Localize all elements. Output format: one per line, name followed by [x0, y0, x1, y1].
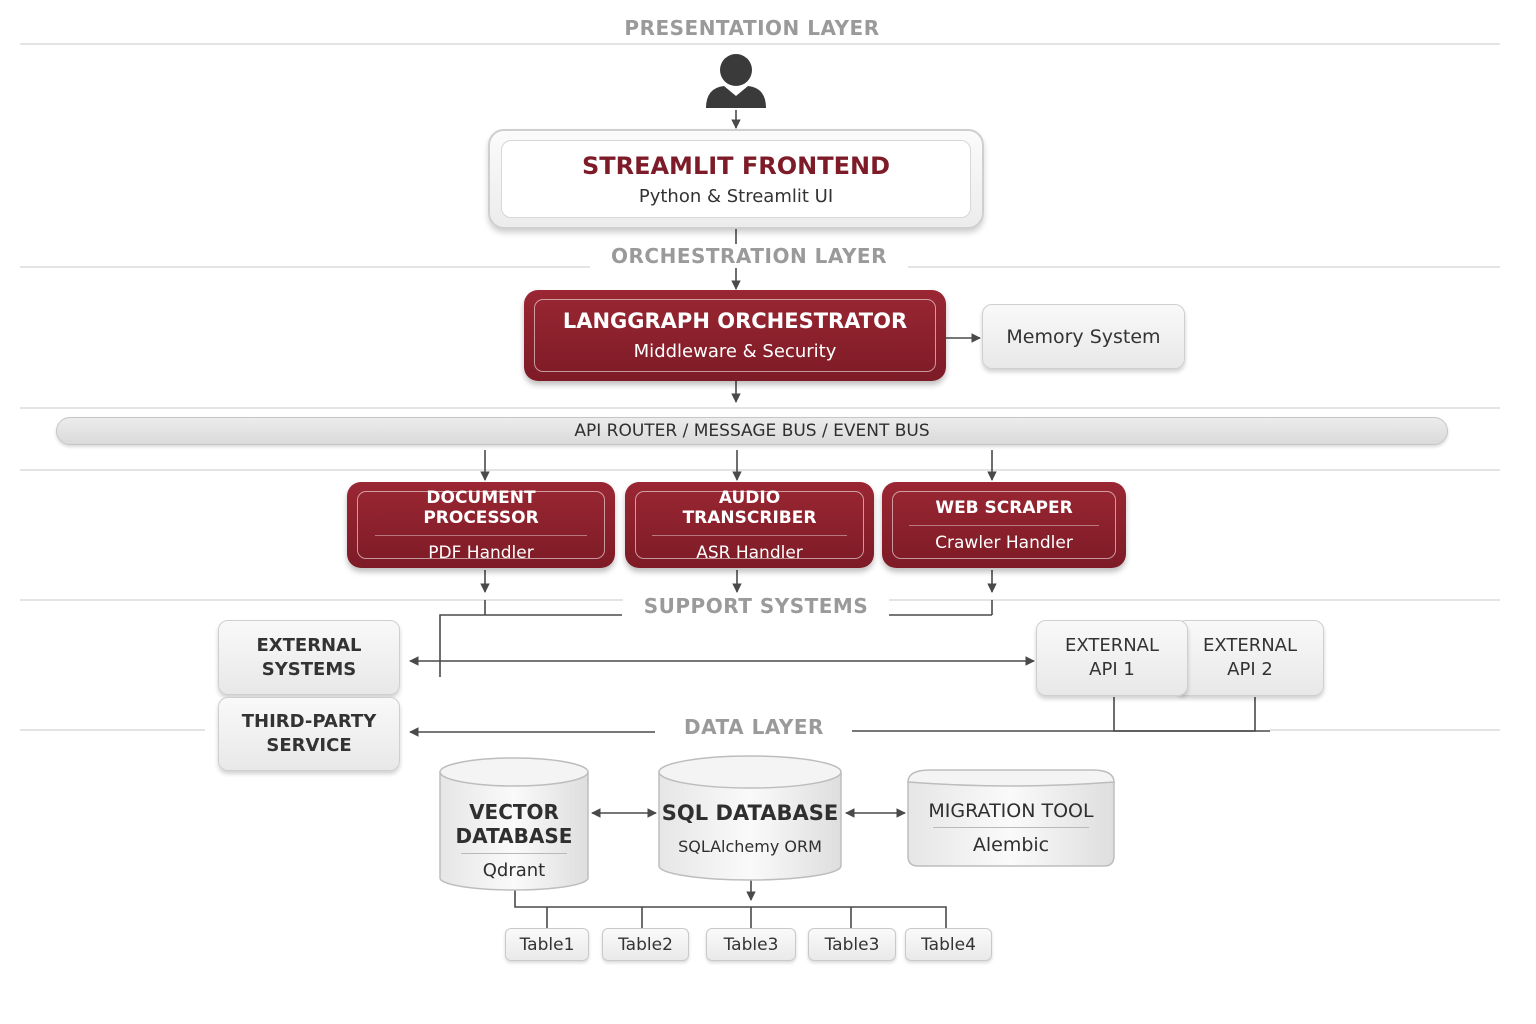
external-api-1-line1: EXTERNAL [1064, 635, 1160, 656]
migration-tool-title: MIGRATION TOOL [928, 800, 1094, 822]
external-api-1-box: EXTERNAL API 1 [1036, 620, 1188, 696]
audio-transcriber-subtitle: ASR Handler [696, 542, 803, 563]
vector-database-cylinder [439, 757, 589, 891]
document-processor-title: DOCUMENT PROCESSOR [375, 488, 587, 536]
table-3b-box: Table3 [808, 928, 896, 961]
third-party-line1: THIRD-PARTY [241, 711, 377, 732]
memory-system-box: Memory System [982, 304, 1185, 369]
external-systems-box: EXTERNAL SYSTEMS [218, 620, 400, 695]
support-systems-label: SUPPORT SYSTEMS [623, 594, 889, 618]
document-processor-subtitle: PDF Handler [428, 542, 534, 563]
orchestrator-inner: LANGGRAPH ORCHESTRATOR Middleware & Secu… [534, 299, 936, 372]
sql-database-cylinder [658, 755, 842, 881]
web-scraper-subtitle: Crawler Handler [935, 532, 1073, 553]
api-router-bus: API ROUTER / MESSAGE BUS / EVENT BUS [56, 417, 1448, 445]
web-scraper-box: WEB SCRAPER Crawler Handler [882, 482, 1126, 568]
streamlit-frontend-inner: STREAMLIT FRONTEND Python & Streamlit UI [501, 140, 971, 218]
migration-tool-cylinder [907, 769, 1115, 867]
orchestrator-title: LANGGRAPH ORCHESTRATOR [562, 309, 908, 333]
user-icon [706, 54, 766, 108]
vector-database-sub: Qdrant [482, 860, 546, 881]
external-systems-line2: SYSTEMS [261, 658, 357, 680]
external-api-2-line1: EXTERNAL [1202, 635, 1298, 656]
streamlit-frontend-box: STREAMLIT FRONTEND Python & Streamlit UI [488, 129, 984, 229]
document-processor-box: DOCUMENT PROCESSOR PDF Handler [347, 482, 615, 568]
audio-transcriber-box: AUDIO TRANSCRIBER ASR Handler [625, 482, 874, 568]
table-1-box: Table1 [505, 928, 589, 961]
document-processor-inner: DOCUMENT PROCESSOR PDF Handler [357, 488, 605, 563]
audio-transcriber-title: AUDIO TRANSCRIBER [651, 488, 848, 536]
sql-database-title: SQL DATABASE [661, 801, 839, 825]
external-api-2-line2: API 2 [1227, 659, 1273, 680]
vector-database-label: VECTOR DATABASE Qdrant [440, 800, 588, 881]
sql-database-label: SQL DATABASE SQLAlchemy ORM [659, 801, 841, 856]
vector-database-separator [461, 853, 567, 854]
migration-tool-separator [933, 827, 1089, 828]
table-2-box: Table2 [602, 928, 689, 961]
vector-database-line1: VECTOR [469, 800, 559, 824]
web-scraper-title: WEB SCRAPER [908, 498, 1100, 526]
vector-database-line2: DATABASE [455, 824, 573, 848]
frontend-subtitle: Python & Streamlit UI [638, 185, 834, 207]
third-party-service-box: THIRD-PARTY SERVICE [218, 697, 400, 771]
external-api-2-box: EXTERNAL API 2 [1176, 620, 1324, 696]
external-systems-line1: EXTERNAL [256, 634, 362, 656]
external-api-1-line2: API 1 [1089, 659, 1135, 680]
orchestration-layer-label: ORCHESTRATION LAYER [590, 244, 908, 268]
data-layer-label: DATA LAYER [656, 715, 852, 739]
table-3-box: Table3 [706, 928, 796, 961]
sql-database-sub: SQLAlchemy ORM [678, 837, 822, 856]
audio-transcriber-inner: AUDIO TRANSCRIBER ASR Handler [635, 488, 864, 563]
web-scraper-inner: WEB SCRAPER Crawler Handler [892, 491, 1116, 559]
frontend-title: STREAMLIT FRONTEND [581, 151, 891, 180]
langgraph-orchestrator-box: LANGGRAPH ORCHESTRATOR Middleware & Secu… [524, 290, 946, 381]
migration-tool-label: MIGRATION TOOL Alembic [908, 800, 1114, 856]
orchestrator-subtitle: Middleware & Security [633, 341, 837, 362]
third-party-line2: SERVICE [266, 735, 352, 756]
presentation-layer-label: PRESENTATION LAYER [598, 16, 906, 40]
table-4-box: Table4 [905, 928, 992, 961]
migration-tool-sub: Alembic [972, 834, 1050, 856]
memory-system-label: Memory System [1006, 325, 1161, 348]
